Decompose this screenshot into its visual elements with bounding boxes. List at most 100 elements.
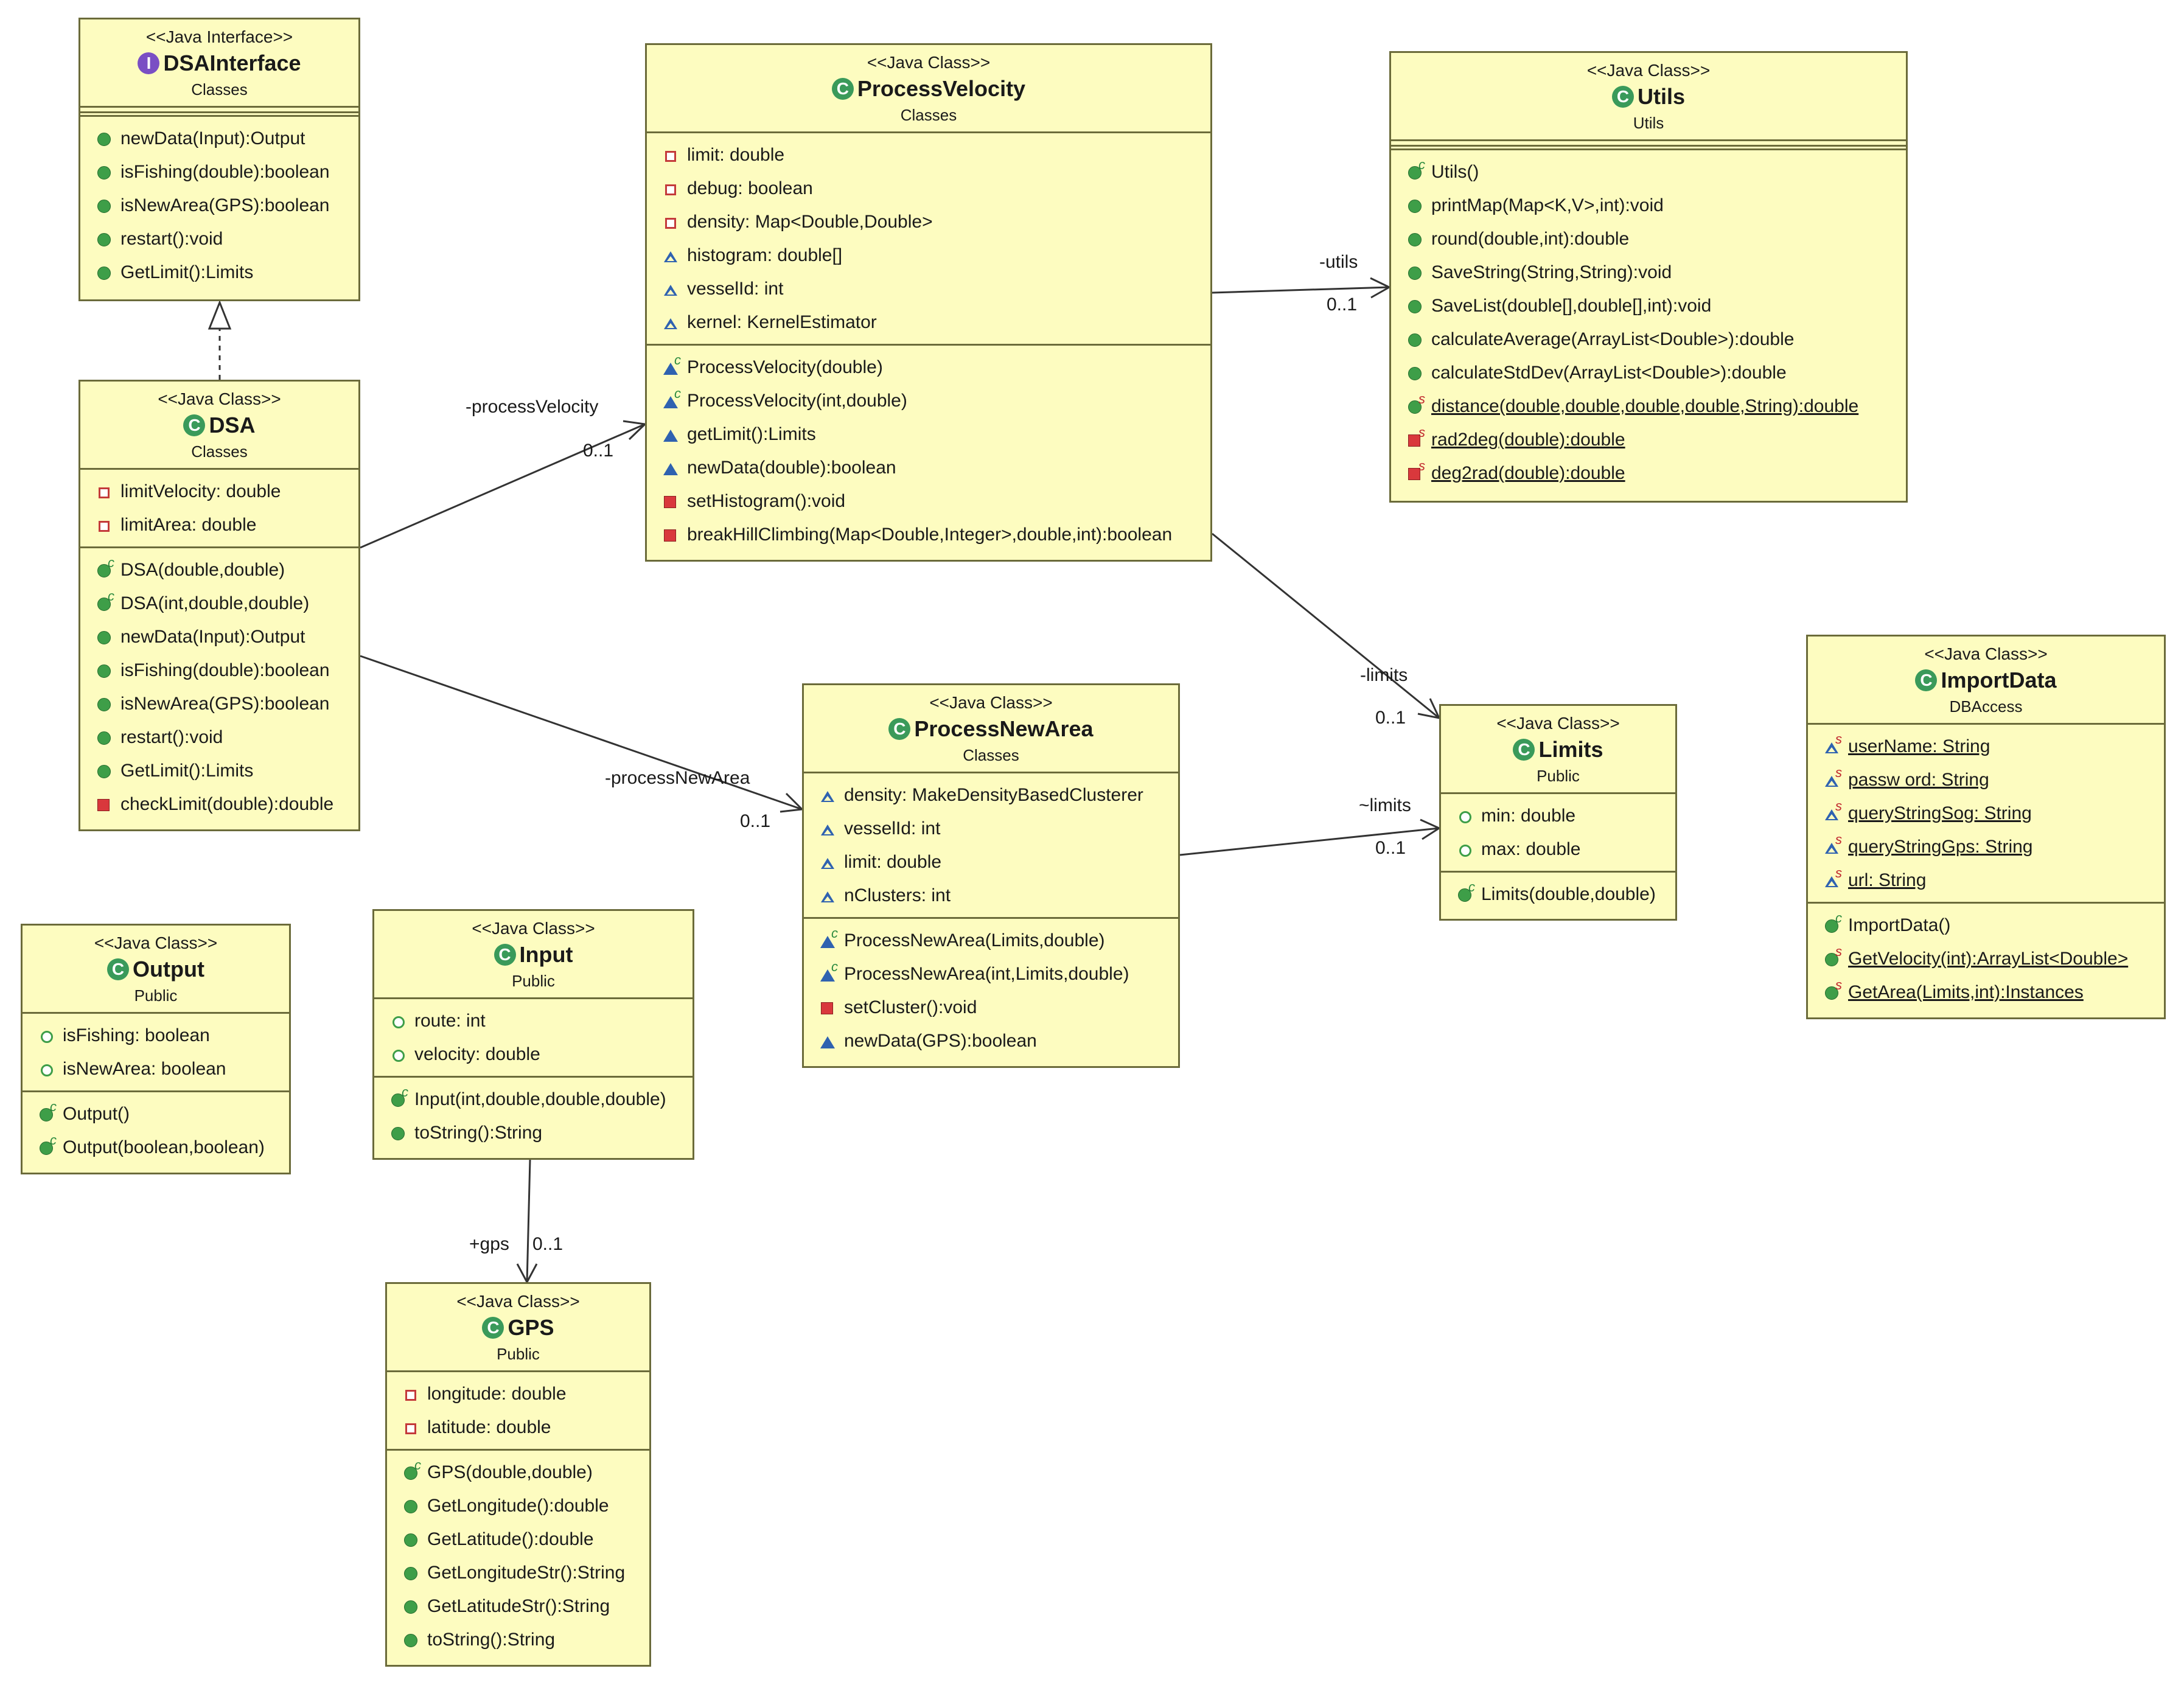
operation-row[interactable]: isFishing(double):boolean [80, 654, 358, 687]
operation-row[interactable]: isNewArea(GPS):boolean [80, 189, 358, 222]
attribute-row[interactable]: kernel: KernelEstimator [647, 305, 1210, 339]
class-name-text: Utils [1637, 84, 1685, 109]
attribute-row[interactable]: debug: boolean [647, 172, 1210, 205]
operation-row[interactable]: printMap(Map<K,V>,int):void [1391, 189, 1906, 222]
operation-row[interactable]: breakHillClimbing(Map<Double,Integer>,do… [647, 518, 1210, 551]
attribute-row[interactable]: density: Map<Double,Double> [647, 205, 1210, 239]
private-field-icon [400, 1384, 421, 1404]
attribute-row[interactable]: isFishing: boolean [23, 1019, 289, 1052]
attribute-row[interactable]: latitude: double [387, 1411, 649, 1444]
attribute-row[interactable]: nClusters: int [804, 879, 1178, 912]
attribute-row[interactable]: limitVelocity: double [80, 475, 358, 508]
operation-row[interactable]: SaveList(double[],double[],int):void [1391, 289, 1906, 323]
attribute-row[interactable]: limit: double [647, 138, 1210, 172]
static-method-icon: s [1821, 944, 1842, 969]
operation-row[interactable]: GetLatitudeStr():String [387, 1589, 649, 1623]
operation-row[interactable]: SaveString(String,String):void [1391, 256, 1906, 289]
operation-row[interactable]: calculateStdDev(ArrayList<Double>):doubl… [1391, 356, 1906, 389]
operation-row[interactable]: calculateAverage(ArrayList<Double>):doub… [1391, 323, 1906, 356]
operation-row[interactable]: GetLatitude():double [387, 1522, 649, 1556]
operation-row[interactable]: getLimit():Limits [647, 417, 1210, 451]
attribute-row[interactable]: route: int [374, 1004, 693, 1038]
attribute-row[interactable]: min: double [1441, 799, 1675, 832]
operation-row[interactable]: GetLimit():Limits [80, 256, 358, 289]
operation-text: SaveList(double[],double[],int):void [1431, 296, 1712, 316]
operation-row[interactable]: toString():String [374, 1116, 693, 1149]
attribute-row[interactable]: density: MakeDensityBasedClusterer [804, 778, 1178, 812]
operation-row[interactable]: toString():String [387, 1623, 649, 1656]
operation-row[interactable]: newData(Input):Output [80, 620, 358, 654]
operation-row[interactable]: newData(double):boolean [647, 451, 1210, 484]
operation-row[interactable]: GetLongitudeStr():String [387, 1556, 649, 1589]
attribute-row[interactable]: limitArea: double [80, 508, 358, 542]
attribute-row[interactable]: histogram: double[] [647, 239, 1210, 272]
operation-row[interactable]: GetLongitude():double [387, 1489, 649, 1522]
attribute-row[interactable]: vesselId: int [804, 812, 1178, 845]
operation-text: toString():String [414, 1123, 543, 1143]
operation-row[interactable]: isNewArea(GPS):boolean [80, 687, 358, 720]
operation-row[interactable]: newData(Input):Output [80, 122, 358, 155]
operation-row[interactable]: isFishing(double):boolean [80, 155, 358, 189]
package-constructor-icon: c [817, 926, 838, 951]
attribute-row[interactable]: max: double [1441, 832, 1675, 866]
operation-row[interactable]: restart():void [80, 222, 358, 256]
attribute-row[interactable]: limit: double [804, 845, 1178, 879]
operation-row[interactable]: setCluster():void [804, 991, 1178, 1024]
attribute-row[interactable]: longitude: double [387, 1377, 649, 1411]
operation-row[interactable]: GetLimit():Limits [80, 754, 358, 787]
operation-row[interactable]: newData(GPS):boolean [804, 1024, 1178, 1058]
stereotype: <<Java Class>> [1924, 644, 2048, 663]
operation-row[interactable]: checkLimit(double):double [80, 787, 358, 821]
attribute-row[interactable]: isNewArea: boolean [23, 1052, 289, 1086]
attribute-row[interactable]: vesselId: int [647, 272, 1210, 305]
operation-row[interactable]: round(double,int):double [1391, 222, 1906, 256]
operation-row[interactable]: restart():void [80, 720, 358, 754]
operation-row[interactable]: setHistogram():void [647, 484, 1210, 518]
attribute-row[interactable]: velocity: double [374, 1038, 693, 1071]
